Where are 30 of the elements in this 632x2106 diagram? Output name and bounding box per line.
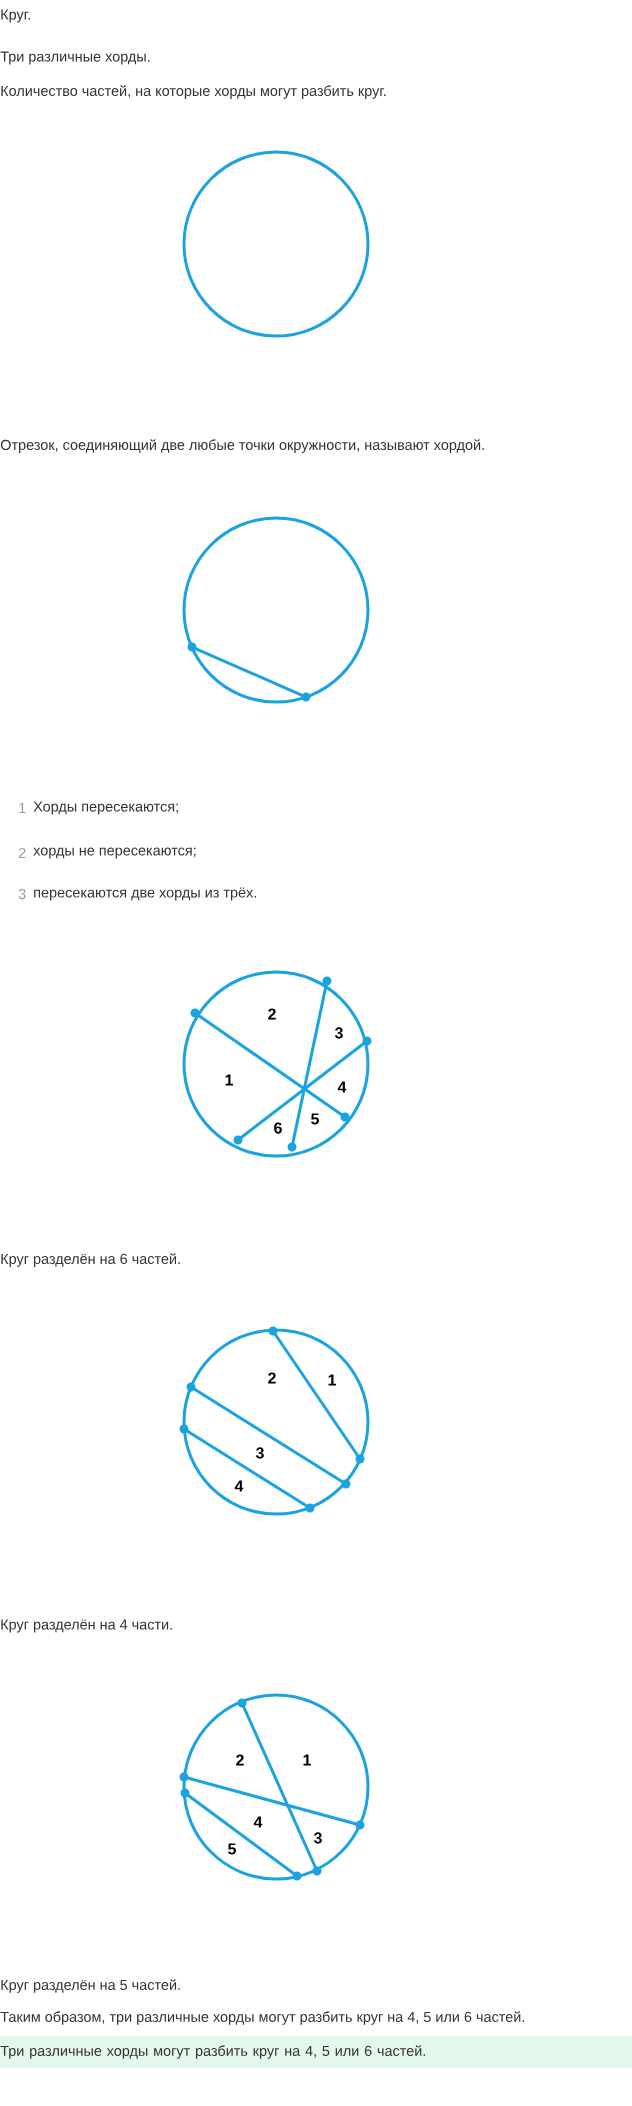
list-number: 3 [18,888,26,900]
region-number: 1 [225,1074,233,1086]
text-line: Три различные хорды. [0,51,150,65]
answer-band: Три различные хорды могут разбить круг на 4, 5 или 6 частей. [0,2036,632,2068]
text-line: Круг разделён на 4 части. [1,1619,172,1633]
text-line: хорды не пересекаются; [33,847,196,859]
region-number: 3 [334,1027,343,1039]
text-line: Круг. [1,9,30,23]
text-line: Отрезок, соединяющий две любые точки окружности, называют хордой. [0,439,484,453]
text-line: Круг разделён на 6 частей. [1,1253,180,1267]
text-line: Хорды пересекаются; [33,801,178,815]
region-number: 6 [274,1122,282,1134]
circle [182,150,370,338]
list-number: 1 [19,803,26,813]
text-line: пересекаются две хорды из трёх. [34,887,256,901]
region-number: 5 [228,1843,236,1855]
region-number: 5 [311,1113,319,1125]
region-number: 3 [255,1447,264,1459]
region-number: 4 [337,1081,347,1093]
region-number: 4 [253,1816,263,1828]
region-number: 1 [303,1754,311,1766]
text-line: Количество частей, на которые хорды могут разбить круг. [1,85,386,99]
region-number: 2 [268,1008,276,1020]
region-number: 4 [234,1480,244,1492]
region-number: 3 [313,1832,322,1844]
region-number: 2 [236,1754,244,1766]
list-number: 2 [18,847,26,859]
region-number: 2 [268,1372,276,1384]
region-number: 1 [328,1374,336,1386]
text-line: Круг разделён на 5 частей. [1,1979,180,1993]
